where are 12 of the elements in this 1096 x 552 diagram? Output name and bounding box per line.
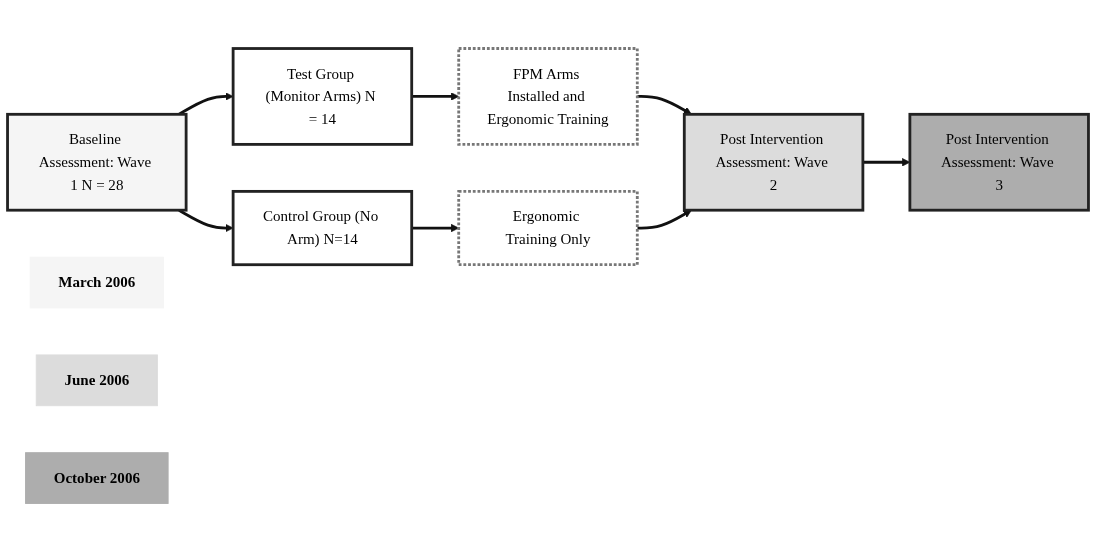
arrow bbox=[178, 209, 234, 233]
node-box: Ergonomic Training Only bbox=[457, 190, 639, 267]
arrow bbox=[637, 209, 692, 230]
node-box: October 2006 bbox=[25, 452, 169, 504]
node-box: June 2006 bbox=[35, 354, 158, 407]
node-box: Post Intervention Assessment: Wave 2 bbox=[682, 112, 865, 212]
node-box: Test Group (Monitor Arms) N = 14 bbox=[231, 47, 414, 146]
node-box: Baseline Assessment: Wave 1 N = 28 bbox=[6, 112, 188, 212]
node-box: Control Group (No Arm) N=14 bbox=[231, 190, 414, 267]
node-box: Post Intervention Assessment: Wave 3 bbox=[908, 112, 1090, 212]
arrow bbox=[637, 95, 692, 115]
node-box: FPM Arms Installed and Ergonomic Training bbox=[457, 47, 639, 146]
